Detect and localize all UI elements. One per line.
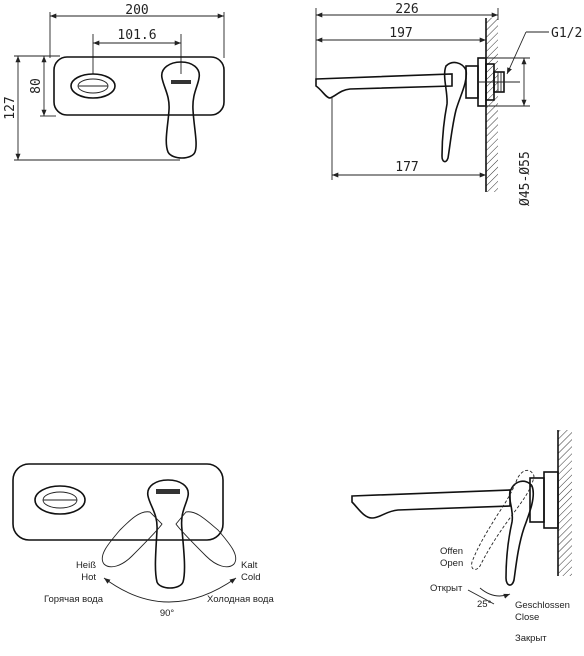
label-cold-de: Kalt	[241, 560, 258, 571]
brand-logo	[171, 80, 191, 84]
label-closed-de: Geschlossen	[515, 600, 570, 611]
dim-reach-177: 177	[395, 160, 418, 175]
label-hot-ru: Горячая вода	[44, 594, 104, 605]
operation-aerator	[34, 485, 86, 515]
wall-plate	[53, 56, 225, 116]
label-hot-de: Heiß	[76, 560, 96, 571]
lever-side	[441, 61, 468, 163]
dim-total-226: 226	[395, 2, 418, 17]
operation-lever-open	[471, 469, 535, 570]
dim-width-200: 200	[125, 3, 148, 18]
dim-height-127: 127	[3, 96, 18, 119]
rotation-arc-25	[479, 587, 511, 599]
valve-body	[465, 65, 479, 99]
label-angle-90: 90°	[160, 608, 175, 619]
side-view-operation: Offen Open Открыт 25° Geschlossen Close …	[351, 430, 572, 644]
label-closed-ru: Закрыт	[515, 633, 547, 644]
operation-wall-hatch	[558, 430, 572, 576]
dim-plate-80: 80	[29, 78, 44, 94]
spout	[315, 73, 453, 99]
wall-hatch	[486, 18, 498, 192]
label-angle-25: 25°	[477, 599, 492, 610]
lever-handle	[160, 61, 201, 159]
operation-spout	[351, 489, 511, 519]
label-cold-ru: Холодная вода	[207, 594, 274, 605]
front-view-operation: Heiß Hot Kalt Cold Горячая вода Холодная…	[12, 463, 274, 619]
side-view-top: 226 197 G1/2 Ø45-Ø55 177	[315, 2, 582, 206]
dim-spout-197: 197	[389, 26, 412, 41]
label-open-en: Open	[440, 558, 463, 569]
dim-thread-g1-2: G1/2	[551, 26, 582, 41]
label-hot-en: Hot	[81, 572, 96, 583]
label-closed-en: Close	[515, 612, 539, 623]
lever-hot-position	[101, 511, 163, 568]
operation-wall-plate	[12, 463, 224, 541]
rotation-arc-90	[103, 577, 237, 603]
dim-diameter: Ø45-Ø55	[518, 151, 533, 206]
front-view-top: 200 101.6 127 80	[3, 3, 225, 161]
operation-lever-closed	[505, 480, 535, 586]
aerator	[70, 73, 116, 99]
label-open-de: Offen	[440, 546, 463, 557]
label-open-ru: Открыт	[430, 583, 463, 594]
label-cold-en: Cold	[241, 572, 261, 583]
lever-cold-position	[175, 511, 237, 568]
dim-spacing-101-6: 101.6	[117, 28, 156, 43]
operation-lever	[146, 479, 190, 589]
